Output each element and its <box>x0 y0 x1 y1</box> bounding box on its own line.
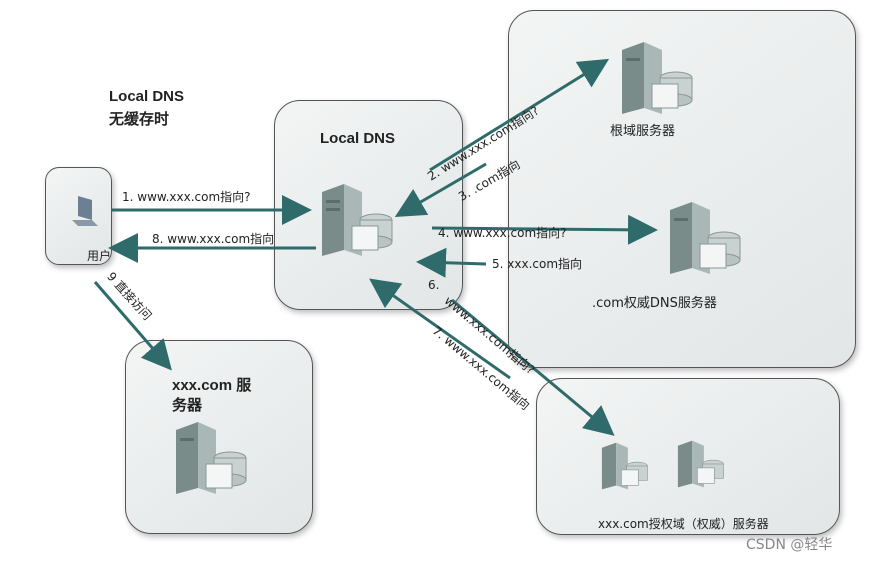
auth-server-icon-2 <box>677 440 724 488</box>
diagram-title-line2: 无缓存时 <box>109 111 170 128</box>
com-tld-label: .com权威DNS服务器 <box>592 296 717 311</box>
user-label: 用户 <box>87 249 112 263</box>
step5-label: 5. xxx.com指向 <box>492 257 583 271</box>
target-server-label-line2: 务器 <box>172 397 203 414</box>
auth-server-label: xxx.com授权域（权威）服务器 <box>598 517 769 531</box>
arrow-step7 <box>369 278 511 380</box>
arrow-step4 <box>431 214 658 245</box>
arrow-step6 <box>451 298 615 436</box>
arrow-step2 <box>429 58 610 172</box>
root-server-label: 根域服务器 <box>610 124 676 139</box>
step1-label: 1. www.xxx.com指向? <box>122 190 251 204</box>
diagram-title-line1: Local DNS <box>109 88 185 105</box>
target-server-icon <box>176 422 247 494</box>
local-dns-server-icon <box>322 184 393 256</box>
step8-label: 8. www.xxx.com指向 <box>152 232 275 246</box>
upper-right-box <box>508 10 856 368</box>
target-server-label-line1: xxx.com 服 <box>172 377 252 394</box>
step4-label: 4. www.xxx.com指向? <box>438 226 567 240</box>
step6-label: 6. <box>428 278 440 292</box>
target-server-box <box>125 340 313 534</box>
auth-server-icon-1 <box>601 442 648 490</box>
laptop-icon <box>72 196 98 226</box>
local-dns-label: Local DNS <box>320 130 396 147</box>
arrow-step5 <box>416 247 487 278</box>
arrow-step3 <box>394 162 487 218</box>
com-tld-server-icon <box>670 202 741 274</box>
csdn-watermark: CSDN @轻华 <box>746 537 833 553</box>
arrow-step9 <box>93 281 172 371</box>
root-server-icon <box>622 42 693 114</box>
